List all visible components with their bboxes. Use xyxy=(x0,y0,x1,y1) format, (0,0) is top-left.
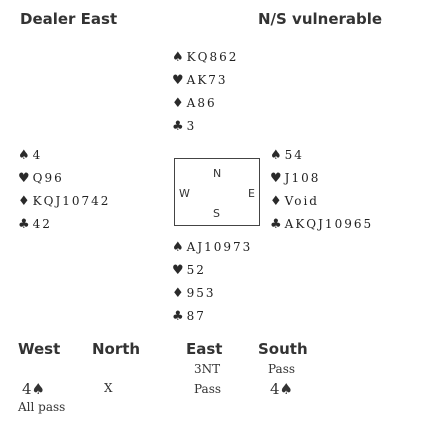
east-diamonds-cards: Void xyxy=(284,194,319,208)
north-hearts-cards: AK73 xyxy=(186,73,228,87)
north-clubs-cards: 3 xyxy=(186,119,197,133)
west-diamonds-cards: KQJ10742 xyxy=(32,194,111,208)
auction-header-south: South xyxy=(258,340,308,358)
east-hearts-cards: J108 xyxy=(284,171,321,185)
south-clubs-cards: 87 xyxy=(186,309,206,323)
club-icon: ♣ xyxy=(172,119,184,134)
club-icon: ♣ xyxy=(270,217,282,232)
heart-icon: ♥ xyxy=(270,171,282,186)
auction-bid: 4♠ xyxy=(22,380,45,398)
south-spades-cards: AJ10973 xyxy=(186,240,253,254)
compass-south: S xyxy=(213,207,220,220)
auction-bid: 4♠ xyxy=(270,380,293,398)
spade-icon: ♠ xyxy=(18,148,30,163)
north-hand: ♠KQ862 ♥AK73 ♦A86 ♣3 xyxy=(172,46,238,138)
spade-icon: ♠ xyxy=(172,240,184,255)
auction-bid: Pass xyxy=(194,382,222,396)
diamond-icon: ♦ xyxy=(172,286,184,301)
west-spades: ♠4 xyxy=(18,144,110,167)
south-spades: ♠AJ10973 xyxy=(172,236,252,259)
north-spades-cards: KQ862 xyxy=(186,50,239,64)
heart-icon: ♥ xyxy=(172,73,184,88)
east-clubs-cards: AKQJ10965 xyxy=(284,217,374,231)
south-hearts-cards: 52 xyxy=(186,263,206,277)
diamond-icon: ♦ xyxy=(18,194,30,209)
compass-west: W xyxy=(179,187,190,200)
east-diamonds: ♦Void xyxy=(270,190,373,213)
east-hand: ♠54 ♥J108 ♦Void ♣AKQJ10965 xyxy=(270,144,373,236)
auction-header-north: North xyxy=(92,340,141,358)
club-icon: ♣ xyxy=(172,309,184,324)
auction-header-west: West xyxy=(18,340,61,358)
south-hearts: ♥52 xyxy=(172,259,252,282)
west-hearts-cards: Q96 xyxy=(32,171,64,185)
south-clubs: ♣87 xyxy=(172,305,252,328)
north-hearts: ♥AK73 xyxy=(172,69,238,92)
compass-north: N xyxy=(213,167,222,180)
west-hand: ♠4 ♥Q96 ♦KQJ10742 ♣42 xyxy=(18,144,110,236)
spade-icon: ♠ xyxy=(270,148,282,163)
east-hearts: ♥J108 xyxy=(270,167,373,190)
west-clubs: ♣42 xyxy=(18,213,110,236)
auction-final: All pass xyxy=(18,400,66,414)
club-icon: ♣ xyxy=(18,217,30,232)
west-clubs-cards: 42 xyxy=(32,217,52,231)
south-diamonds-cards: 953 xyxy=(186,286,216,300)
auction-header-east: East xyxy=(186,340,223,358)
auction-bid: X xyxy=(104,381,113,395)
north-clubs: ♣3 xyxy=(172,115,238,138)
west-hearts: ♥Q96 xyxy=(18,167,110,190)
west-spades-cards: 4 xyxy=(32,148,43,162)
dealer-label: Dealer East xyxy=(20,10,118,28)
east-spades: ♠54 xyxy=(270,144,373,167)
auction-bid: 3NT xyxy=(194,362,221,376)
north-diamonds: ♦A86 xyxy=(172,92,238,115)
heart-icon: ♥ xyxy=(172,263,184,278)
vulnerability-label: N/S vulnerable xyxy=(258,10,383,28)
diamond-icon: ♦ xyxy=(172,96,184,111)
compass-box: N W E S xyxy=(174,158,260,226)
north-diamonds-cards: A86 xyxy=(186,96,217,110)
east-spades-cards: 54 xyxy=(284,148,304,162)
south-hand: ♠AJ10973 ♥52 ♦953 ♣87 xyxy=(172,236,252,328)
east-clubs: ♣AKQJ10965 xyxy=(270,213,373,236)
north-spades: ♠KQ862 xyxy=(172,46,238,69)
auction-bid: Pass xyxy=(268,362,296,376)
compass-east: E xyxy=(248,187,255,200)
heart-icon: ♥ xyxy=(18,171,30,186)
diamond-icon: ♦ xyxy=(270,194,282,209)
spade-icon: ♠ xyxy=(172,50,184,65)
south-diamonds: ♦953 xyxy=(172,282,252,305)
west-diamonds: ♦KQJ10742 xyxy=(18,190,110,213)
